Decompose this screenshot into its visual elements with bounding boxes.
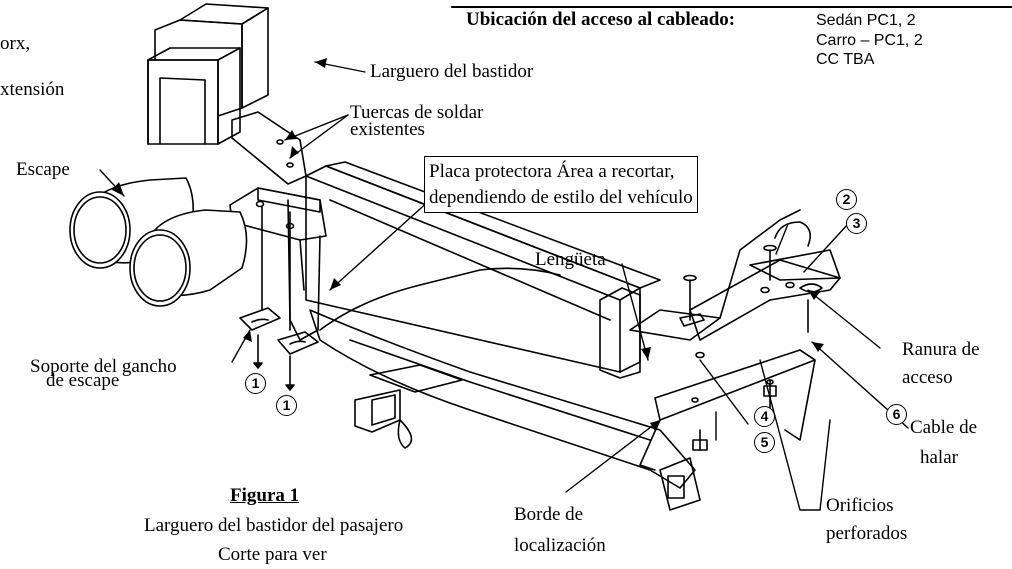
tab-label: Lengüeta [535, 249, 606, 270]
hanger-label-line1: Soporte del gancho [30, 356, 177, 377]
drilled-holes-label-line1: Orificios [826, 495, 894, 516]
side-bracket [599, 209, 841, 471]
frame-rail [147, 3, 269, 145]
exhaust-label: Escape [16, 159, 70, 180]
callout-2: 2 [836, 189, 857, 210]
heat-shield-label-line2: dependiendo de estilo del vehículo [429, 186, 693, 208]
access-slot-label-line1: Ranura de [902, 339, 980, 360]
cropped-text-fragment-1: orx, [0, 33, 31, 54]
heat-shield-label-line1: Placa protectora Área a recortar, [429, 161, 675, 182]
weld-nuts-label-line2: existentes [350, 119, 425, 140]
wiring-access-title: Ubicación del acceso al cableado: [466, 9, 736, 30]
pull-wire-label-line2: halar [920, 447, 958, 468]
heat-shield-label: Placa protectora Área a recortar, depend… [424, 156, 698, 214]
heat-shield-edge [319, 267, 561, 331]
callout-4: 4 [754, 406, 775, 427]
frame-rail-label: Larguero del bastidor [370, 61, 534, 82]
exhaust-hangers [239, 307, 319, 391]
callout-6: 6 [886, 404, 907, 425]
cropped-text-fragment-2: xtensión [0, 79, 65, 100]
wiring-access-sedan: Sedán PC1, 2 [816, 12, 916, 29]
callout-3: 3 [846, 213, 867, 234]
figure-caption-line2: Corte para ver [218, 544, 327, 565]
callout-1b: 1 [276, 395, 297, 416]
callout-5: 5 [754, 432, 775, 453]
wiring-access-cc: CC TBA [816, 51, 875, 68]
access-slot-label-line2: acceso [902, 367, 953, 388]
wiring-access-wagon: Carro – PC1, 2 [816, 32, 923, 49]
figure-title: Figura 1 [230, 485, 300, 506]
weld-nuts-label-line1: Tuercas de soldar [350, 102, 484, 123]
hanger-label-line2: de escape [46, 370, 120, 391]
callout-1a: 1 [245, 373, 266, 394]
exhaust-tips [69, 177, 248, 307]
figure-caption-line1: Larguero del bastidor del pasajero [144, 515, 404, 536]
bolts [679, 244, 809, 451]
pull-wire-label-line1: Cable de [910, 417, 978, 438]
drilled-holes-label-line2: perforados [826, 523, 908, 544]
mounting-bracket [229, 111, 327, 341]
receiver-assembly [309, 309, 701, 511]
locating-edge-label-line2: localización [514, 535, 606, 556]
locating-edge-label-line1: Borde de [514, 504, 584, 525]
arrowheads [112, 58, 824, 431]
